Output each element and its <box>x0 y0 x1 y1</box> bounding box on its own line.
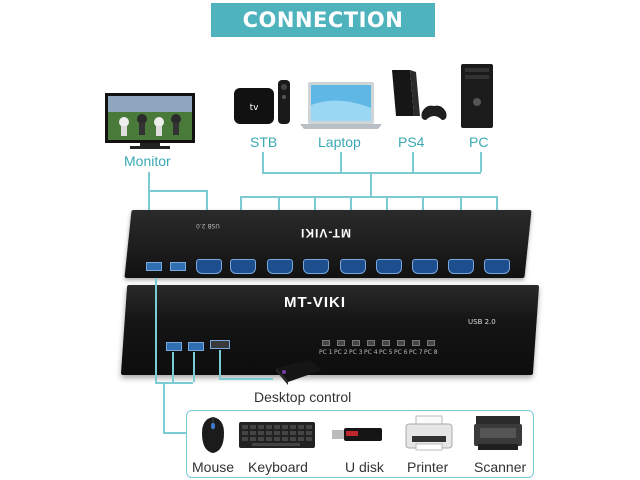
u-disk-label: U disk <box>345 459 384 475</box>
printer-image <box>404 414 454 454</box>
port-label-pc2: PC 2 <box>334 349 348 356</box>
u-disk-image <box>330 424 384 446</box>
led-pc2 <box>337 340 345 346</box>
port-label-pc5: PC 5 <box>379 349 393 356</box>
rear-usb-port-1 <box>146 262 162 271</box>
rear-vga-pc5 <box>376 259 402 274</box>
kvm-rear-brand: MT-VIKI <box>300 226 351 240</box>
port-label-pc6: PC 6 <box>394 349 408 356</box>
rear-vga-pc8 <box>484 259 510 274</box>
ps4-image <box>386 66 448 128</box>
front-usb-join <box>155 382 193 384</box>
scanner-image <box>470 414 526 454</box>
monitor-wire <box>148 172 150 212</box>
front-usb-port-3 <box>210 340 230 349</box>
source-bus-drop <box>370 172 372 196</box>
pc-wire <box>480 152 482 172</box>
svg-text:tv: tv <box>250 103 260 113</box>
port-label-pc7: PC 7 <box>409 349 423 356</box>
rear-usb-port-2 <box>170 262 186 271</box>
peripheral-wire <box>163 382 165 432</box>
ps4-label: PS4 <box>398 134 425 150</box>
front-usb-port-2 <box>188 342 204 351</box>
led-pc6 <box>397 340 405 346</box>
scanner-label: Scanner <box>474 459 527 475</box>
laptop-image <box>298 80 384 130</box>
stb-label: STB <box>250 134 278 150</box>
source-bus-top <box>262 172 481 174</box>
mouse-image <box>200 415 226 455</box>
front-usb1-wire <box>172 352 174 382</box>
led-pc7 <box>412 340 420 346</box>
printer-label: Printer <box>407 459 449 475</box>
pc-label: PC <box>469 134 489 150</box>
port-label-pc8: PC 8 <box>424 349 438 356</box>
rear-vga-pc3 <box>303 259 329 274</box>
monitor-label: Monitor <box>124 153 171 169</box>
led-pc1 <box>322 340 330 346</box>
rear-vga-pc2 <box>267 259 293 274</box>
keyboard-label: Keyboard <box>248 459 308 475</box>
source-bus <box>240 196 496 198</box>
laptop-wire <box>340 152 342 172</box>
led-pc3 <box>352 340 360 346</box>
desktop-control-wire-v <box>219 350 221 378</box>
desktop-control-wire-h <box>219 378 273 380</box>
led-pc5 <box>382 340 390 346</box>
peripheral-wire-h <box>163 432 187 434</box>
mouse-label: Mouse <box>192 459 235 475</box>
laptop-label: Laptop <box>318 134 361 150</box>
port-label-pc1: PC 1 <box>319 349 333 356</box>
pc-image <box>458 62 496 130</box>
peripherals-frame <box>186 410 534 478</box>
front-usb2-wire <box>193 352 195 382</box>
desktop-control-image <box>272 358 324 386</box>
connection-banner: CONNECTION <box>211 3 435 37</box>
rear-vga-pc7 <box>448 259 474 274</box>
monitor-image <box>104 92 196 152</box>
stb-image: tv <box>232 78 294 126</box>
monitor-wire-h <box>148 190 206 192</box>
rear-vga-pc1 <box>230 259 256 274</box>
kvm-front-brand: MT-VIKI <box>284 294 346 311</box>
keyboard-image <box>238 420 316 450</box>
port-label-pc3: PC 3 <box>349 349 363 356</box>
rear-vga-out <box>196 259 222 274</box>
desktop-control-label: Desktop control <box>254 389 352 405</box>
stb-wire <box>262 152 264 172</box>
led-pc4 <box>367 340 375 346</box>
rear-vga-pc4 <box>340 259 366 274</box>
kvm-rear-usb-label: USB 2.0 <box>196 222 220 229</box>
port-label-pc4: PC 4 <box>364 349 378 356</box>
rear-usb-wire <box>155 278 157 382</box>
rear-vga-pc6 <box>412 259 438 274</box>
kvm-front-usb-label: USB 2.0 <box>468 318 496 326</box>
led-pc8 <box>427 340 435 346</box>
ps4-wire <box>412 152 414 172</box>
front-usb-port-1 <box>166 342 182 351</box>
